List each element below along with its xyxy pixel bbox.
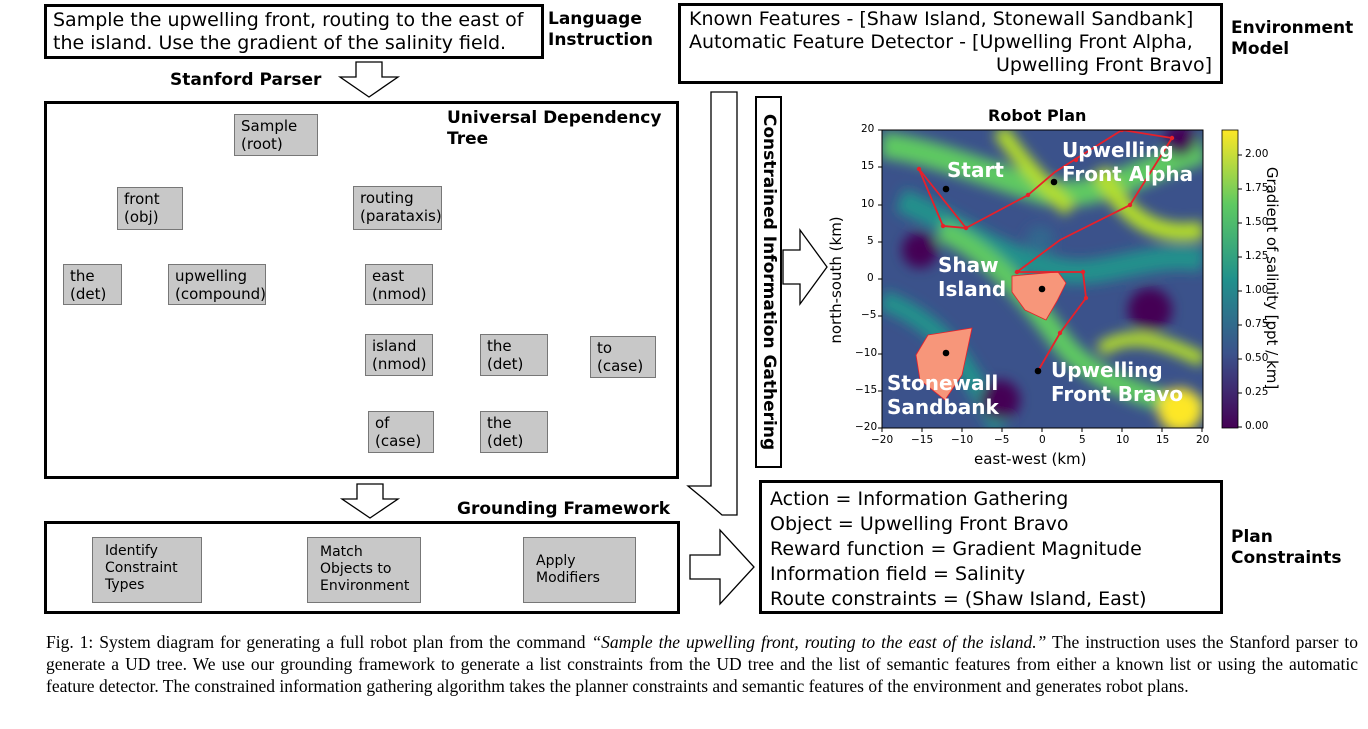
salinity-heatmap (882, 130, 1203, 428)
tree-node-front: front(obj) (117, 187, 183, 230)
x-axis-label: east-west (km) (974, 450, 1087, 468)
y-tick: −15 (855, 384, 878, 396)
cig-label: Constrained Information Gathering (758, 113, 779, 451)
tree-node-routing: routing(parataxis) (353, 186, 442, 230)
plan-line: Object = Upwelling Front Bravo (770, 513, 1069, 535)
shaw-island-shape (1011, 271, 1067, 321)
figure-caption: Fig. 1: System diagram for generating a … (46, 632, 1358, 696)
tree-to-grounding-arrow (339, 483, 401, 519)
y-tick: 5 (867, 235, 874, 247)
tree-node-island: island(nmod) (365, 334, 433, 376)
tree-node-sample: Sample(root) (234, 114, 318, 156)
grounding-label: Grounding Framework (457, 499, 671, 519)
x-tick: −5 (994, 434, 1010, 446)
x-tick: 15 (1156, 434, 1170, 446)
x-tick: −15 (911, 434, 934, 446)
colorbar-tick: 2.00 (1245, 148, 1269, 160)
y-tick: −5 (861, 309, 877, 321)
plan-line: Route constraints = (Shaw Island, East) (770, 588, 1147, 610)
environment-line-3: Upwelling Front Bravo] (995, 54, 1212, 76)
cig-box: Constrained Information Gathering (755, 96, 782, 468)
robot-plan-title: Robot Plan (988, 106, 1087, 125)
colorbar-tick: 0.75 (1245, 318, 1269, 330)
environment-to-grounding-arrow (686, 91, 738, 516)
colorbar-tick: 0.50 (1245, 352, 1269, 364)
environment-box: Known Features - [Shaw Island, Stonewall… (678, 3, 1223, 84)
y-tick: 0 (867, 272, 874, 284)
y-axis-label: north-south (km) (827, 216, 845, 344)
axis-ticks (878, 129, 1203, 432)
robot-route (918, 130, 1174, 372)
plan-line: Reward function = Gradient Magnitude (770, 538, 1142, 560)
plan-line: Information field = Salinity (770, 563, 1026, 585)
colorbar-tick: 1.00 (1245, 284, 1269, 296)
tree-node-to: to(case) (590, 336, 656, 378)
environment-line-1: Known Features - [Shaw Island, Stonewall… (689, 8, 1194, 30)
tree-node-the-det-1: the(det) (63, 264, 122, 305)
colorbar-tick: 0.25 (1245, 386, 1269, 398)
parser-arrow (337, 61, 401, 98)
plan-constraints-box: Action = Information Gathering Object = … (759, 480, 1223, 614)
cig-to-plan-arrow (782, 228, 828, 306)
y-tick: 20 (861, 123, 875, 135)
x-tick: 5 (1079, 434, 1086, 446)
tree-node-the-det-3: the(det) (480, 411, 548, 453)
colorbar (1221, 129, 1239, 429)
stonewall-sandbank-shape (915, 327, 973, 401)
colorbar-tick: 1.50 (1245, 216, 1269, 228)
environment-line-2: Automatic Feature Detector - [Upwelling … (689, 31, 1193, 53)
map-label-start: Start (947, 158, 1004, 182)
parser-label: Stanford Parser (170, 70, 322, 90)
tree-node-of: of(case) (368, 411, 434, 453)
colorbar-tick: 1.25 (1245, 250, 1269, 262)
colorbar-tick: 0.00 (1245, 420, 1269, 432)
x-tick: 20 (1196, 434, 1210, 446)
x-tick: 0 (1039, 434, 1046, 446)
tree-node-upwelling: upwelling(compound) (168, 264, 266, 305)
instruction-box: Sample the upwelling front, routing to t… (44, 4, 544, 59)
ud-tree-box (44, 101, 679, 479)
instruction-line-2: the island. Use the gradient of the sali… (53, 32, 507, 54)
tree-node-the-det-2: the(det) (480, 334, 548, 376)
grounding-to-plan-arrow (689, 528, 755, 606)
y-tick: −10 (855, 347, 878, 359)
instruction-line-1: Sample the upwelling front, routing to t… (53, 9, 524, 31)
colorbar-tick: 1.75 (1245, 182, 1269, 194)
tree-node-east: east(nmod) (365, 264, 433, 305)
y-tick: 10 (861, 198, 875, 210)
y-tick: −20 (855, 421, 878, 433)
plan-line: Action = Information Gathering (770, 488, 1069, 510)
x-tick: −10 (951, 434, 974, 446)
y-tick: 15 (861, 160, 875, 172)
x-tick: −20 (871, 434, 894, 446)
x-tick: 10 (1116, 434, 1130, 446)
